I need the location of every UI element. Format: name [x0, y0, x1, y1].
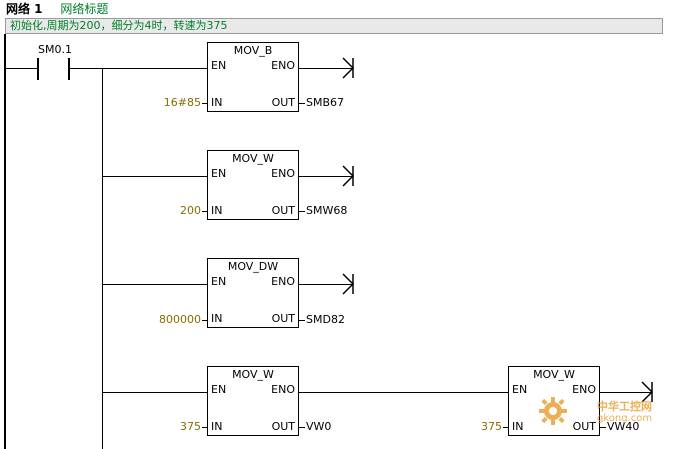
in-value[interactable]: 375 — [481, 420, 502, 433]
eno-wire — [299, 68, 353, 69]
eno-pin: ENO — [271, 275, 295, 288]
block-mov-dw[interactable]: MOV_DW EN ENO IN OUT — [207, 258, 299, 328]
eno-pin: ENO — [271, 59, 295, 72]
in-wire — [202, 211, 207, 212]
en-pin: EN — [211, 59, 227, 72]
in-wire — [202, 427, 207, 428]
eno-wire — [299, 176, 353, 177]
in-pin: IN — [512, 420, 524, 433]
out-value[interactable]: VW40 — [607, 420, 640, 433]
rung-wire — [102, 176, 208, 177]
en-pin: EN — [211, 383, 227, 396]
watermark-url: gkong.com — [597, 413, 653, 424]
out-wire — [299, 103, 305, 104]
rung-wire — [102, 392, 208, 393]
in-value[interactable]: 800000 — [159, 313, 201, 326]
in-value[interactable]: 200 — [180, 204, 201, 217]
block-mov-b[interactable]: MOV_B EN ENO IN OUT — [207, 42, 299, 112]
out-wire — [600, 427, 606, 428]
en-pin: EN — [512, 383, 528, 396]
eno-pin: ENO — [572, 383, 596, 396]
rung-wire — [70, 68, 208, 69]
eno-wire — [299, 284, 353, 285]
block-mov-w[interactable]: MOV_W EN ENO IN OUT — [207, 150, 299, 220]
contact-label: SM0.1 — [38, 43, 72, 56]
in-pin: IN — [211, 312, 223, 325]
out-pin: OUT — [271, 420, 295, 433]
rung-wire — [6, 68, 37, 69]
branch-line — [102, 68, 103, 449]
watermark-text: 中华工控网 — [597, 400, 652, 413]
eno-wire — [299, 392, 508, 393]
in-wire — [503, 427, 508, 428]
block-title: MOV_W — [232, 152, 274, 165]
block-mov-w[interactable]: MOV_W EN ENO IN OUT — [207, 366, 299, 436]
in-value[interactable]: 16#85 — [163, 96, 201, 109]
gear-logo-icon — [539, 397, 567, 425]
block-title: MOV_DW — [227, 260, 279, 273]
arrow-icon — [641, 381, 653, 403]
arrow-icon — [342, 165, 354, 187]
block-title: MOV_W — [232, 368, 274, 381]
eno-pin: ENO — [271, 167, 295, 180]
en-pin: EN — [211, 275, 227, 288]
out-value[interactable]: VW0 — [306, 420, 332, 433]
out-pin: OUT — [271, 312, 295, 325]
out-value[interactable]: SMW68 — [306, 204, 348, 217]
en-pin: EN — [211, 167, 227, 180]
network-comment[interactable]: 初始化,周期为200，细分为4时，转速为375 — [5, 18, 663, 34]
block-title: MOV_W — [533, 368, 575, 381]
in-wire — [202, 103, 207, 104]
in-pin: IN — [211, 420, 223, 433]
out-wire — [299, 427, 305, 428]
out-value[interactable]: SMD82 — [306, 313, 345, 326]
in-pin: IN — [211, 96, 223, 109]
out-wire — [299, 211, 305, 212]
block-title: MOV_B — [233, 44, 273, 57]
in-value[interactable]: 375 — [180, 420, 201, 433]
network-header: 网络 1 网络标题 — [6, 1, 108, 17]
rung-wire — [102, 284, 208, 285]
eno-wire — [600, 392, 652, 393]
power-rail — [4, 34, 6, 449]
eno-pin: ENO — [271, 383, 295, 396]
in-wire — [202, 320, 207, 321]
in-pin: IN — [211, 204, 223, 217]
out-pin: OUT — [271, 204, 295, 217]
network-title[interactable]: 网络标题 — [60, 2, 109, 16]
out-pin: OUT — [572, 420, 596, 433]
out-wire — [299, 320, 305, 321]
arrow-icon — [342, 273, 354, 295]
network-label[interactable]: 网络 1 — [6, 2, 43, 16]
arrow-icon — [342, 57, 354, 79]
out-pin: OUT — [271, 96, 295, 109]
contact-sm0-1[interactable] — [37, 58, 71, 80]
out-value[interactable]: SMB67 — [306, 96, 345, 109]
